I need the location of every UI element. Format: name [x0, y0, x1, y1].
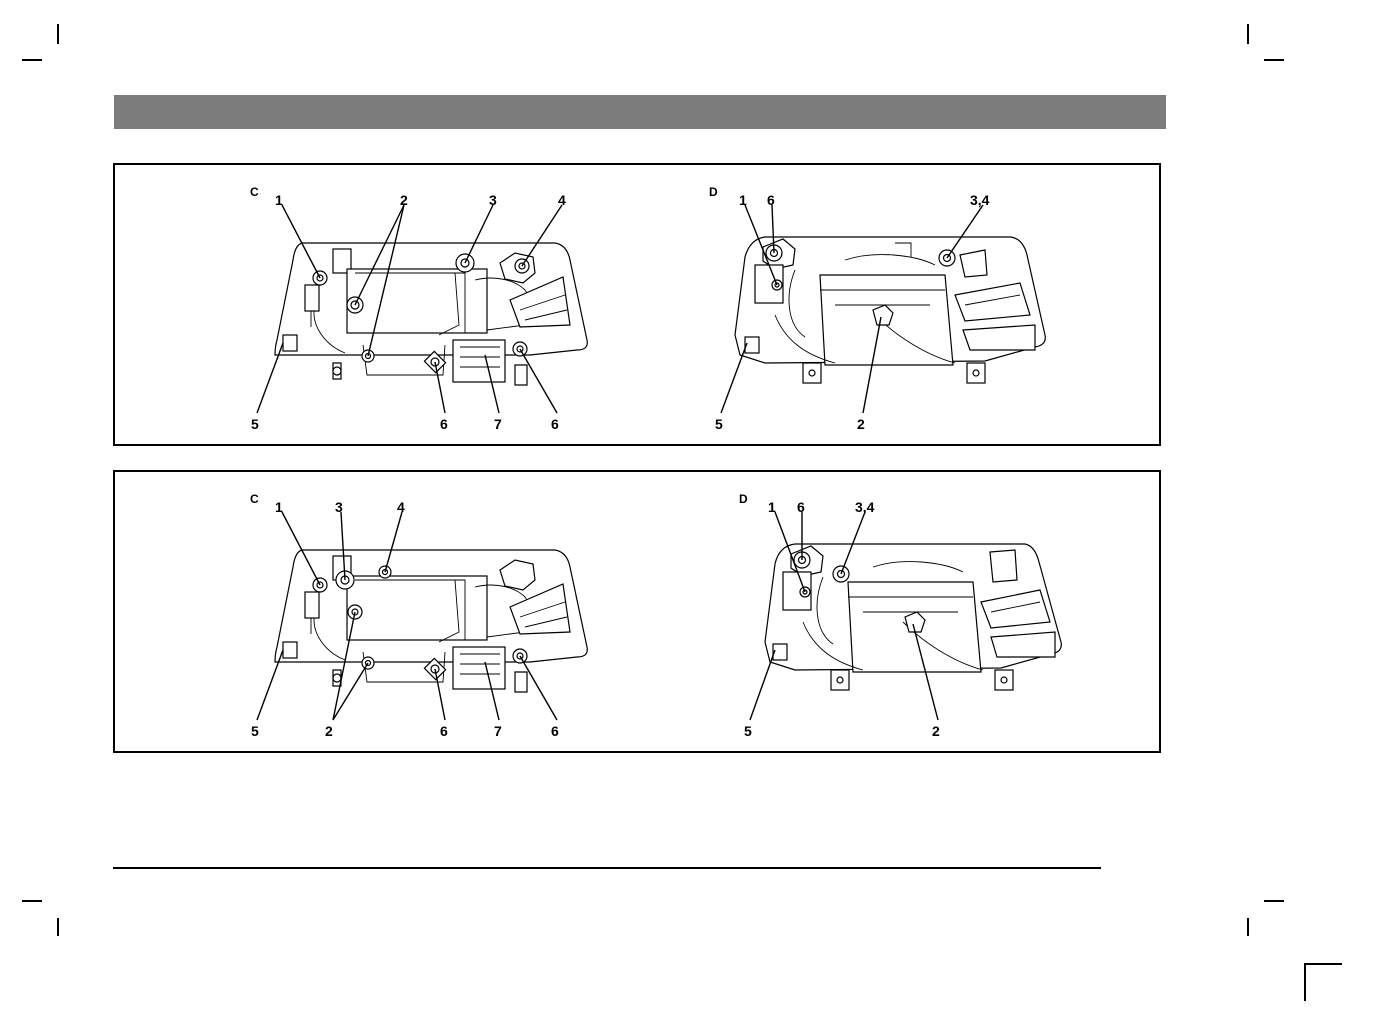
figure-panel-1: C 1 2 3 4 5 6 7 6 D 1 6 3 — [113, 163, 1161, 446]
engine-c-tag: C — [250, 185, 259, 199]
crop-mark-tr-v — [1247, 24, 1249, 44]
callout-5: 5 — [715, 416, 723, 432]
engine-d-illustration — [765, 544, 1061, 690]
crop-mark-tl-v — [57, 24, 59, 44]
crop-mark-bl-h — [22, 900, 42, 902]
crop-mark-tl-h — [22, 59, 42, 61]
callout-6: 6 — [440, 416, 448, 432]
callout-4: 4 — [397, 499, 405, 515]
callout-6: 6 — [767, 192, 775, 208]
engine-c-illustration — [275, 243, 587, 385]
callout-6: 6 — [440, 723, 448, 739]
callout-5: 5 — [251, 723, 259, 739]
footer-rule — [113, 867, 1101, 869]
callout-2: 2 — [325, 723, 333, 739]
callout-6: 6 — [797, 499, 805, 515]
engine-d-tag: D — [709, 185, 718, 199]
crop-mark-br-v — [1247, 918, 1249, 936]
engine-c-tag: C — [250, 492, 259, 506]
callout-1: 1 — [275, 499, 283, 515]
callout-3: 3 — [489, 192, 497, 208]
crop-mark-tr-h — [1264, 59, 1284, 61]
callout-4: 4 — [558, 192, 566, 208]
callout-1: 1 — [768, 499, 776, 515]
callout-3: 3 — [335, 499, 343, 515]
engine-diagram-panel-1: C 1 2 3 4 5 6 7 6 D 1 6 3 — [115, 165, 1163, 448]
figure-panel-2: C 1 3 4 5 2 6 7 6 D 1 6 3,4 5 — [113, 470, 1161, 753]
engine-c-illustration — [275, 550, 587, 692]
callout-1: 1 — [275, 192, 283, 208]
crop-mark-bl-v — [57, 918, 59, 936]
callout-2: 2 — [932, 723, 940, 739]
section-header-bar — [114, 95, 1166, 129]
engine-d-tag: D — [739, 492, 748, 506]
callout-3-4: 3,4 — [970, 192, 990, 208]
callout-1: 1 — [739, 192, 747, 208]
callout-3-4: 3,4 — [855, 499, 875, 515]
engine-diagram-panel-2: C 1 3 4 5 2 6 7 6 D 1 6 3,4 5 — [115, 472, 1163, 755]
callout-7: 7 — [494, 416, 502, 432]
callout-5: 5 — [744, 723, 752, 739]
callout-6: 6 — [551, 723, 559, 739]
callout-7: 7 — [494, 723, 502, 739]
page-corner-mark — [1304, 963, 1342, 1001]
crop-mark-br-h — [1264, 900, 1284, 902]
engine-d-illustration — [735, 237, 1045, 383]
callout-2: 2 — [400, 192, 408, 208]
callout-6: 6 — [551, 416, 559, 432]
callout-5: 5 — [251, 416, 259, 432]
callout-2: 2 — [857, 416, 865, 432]
